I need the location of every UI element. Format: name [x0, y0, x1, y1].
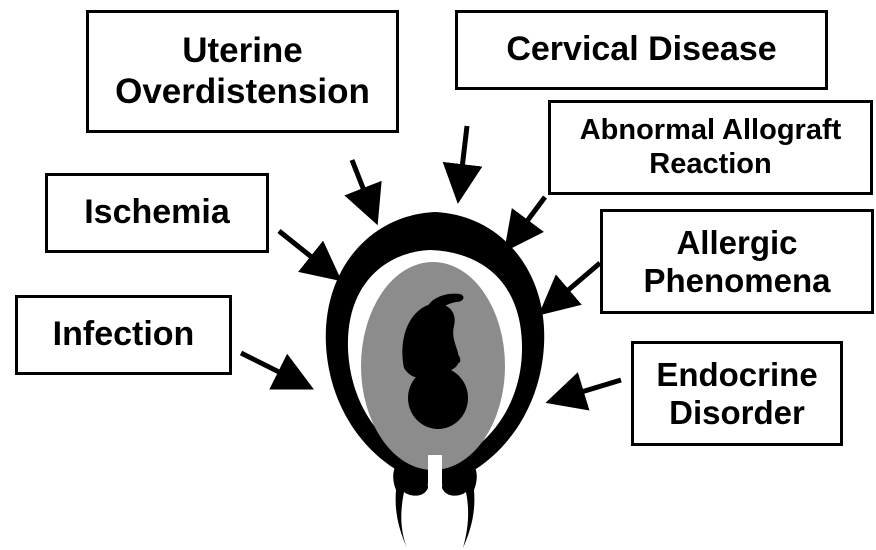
- factor-uterine-overdistension: Uterine Overdistension: [86, 10, 399, 133]
- factor-label-line: Allergic: [643, 224, 830, 262]
- arrow-uterine: [352, 160, 374, 216]
- cervix-left: [393, 462, 428, 548]
- arrow-endocrine: [555, 380, 621, 400]
- factor-endocrine-disorder: Endocrine Disorder: [631, 341, 843, 446]
- factor-label-line: Disorder: [656, 394, 817, 432]
- factor-label-line: Overdistension: [115, 72, 370, 112]
- factor-label-line: Cervical Disease: [506, 30, 776, 69]
- factor-ischemia: Ischemia: [45, 173, 269, 253]
- arrow-infection: [241, 353, 305, 385]
- arrow-cervical: [459, 126, 467, 194]
- factor-label-line: Endocrine: [656, 356, 817, 394]
- arrow-allergic: [546, 263, 600, 309]
- factor-cervical-disease: Cervical Disease: [455, 10, 828, 90]
- factor-label-line: Phenomena: [643, 262, 830, 300]
- factor-label-line: Infection: [53, 315, 195, 354]
- factor-label-line: Ischemia: [84, 193, 230, 232]
- cervix-right: [442, 462, 477, 548]
- factor-infection: Infection: [15, 295, 232, 375]
- factor-label-line: Abnormal Allograft: [580, 114, 842, 147]
- factor-allergic-phenomena: Allergic Phenomena: [600, 209, 874, 314]
- factor-abnormal-allograft-reaction: Abnormal Allograft Reaction: [548, 100, 873, 195]
- arrow-allograft: [510, 197, 545, 244]
- uterus: [326, 212, 544, 548]
- arrow-ischemia: [279, 231, 334, 275]
- factor-label-line: Uterine: [115, 31, 370, 71]
- factor-label-line: Reaction: [580, 148, 842, 181]
